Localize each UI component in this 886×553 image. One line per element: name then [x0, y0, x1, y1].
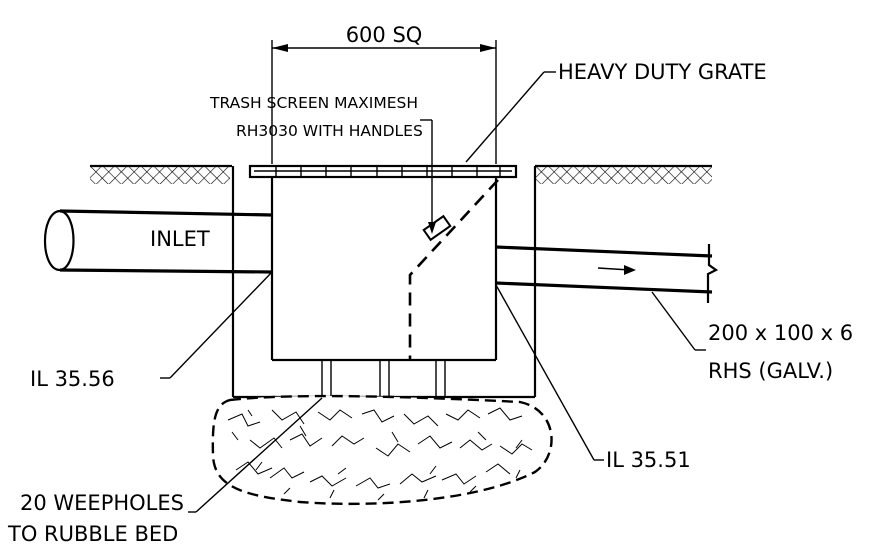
weephole-pipes	[321, 359, 446, 398]
weepholes-label-line2: TO RUBBLE BED	[7, 522, 178, 546]
grate-label: HEAVY DUTY GRATE	[558, 60, 767, 84]
inlet-label: INLET	[150, 227, 210, 251]
grate-bars	[275, 166, 501, 177]
ground-left	[90, 164, 232, 184]
leader-il-outlet	[495, 284, 604, 461]
ground-right	[535, 164, 712, 184]
rhs-label-line1: 200 x 100 x 6	[708, 321, 853, 345]
heavy-duty-grate	[248, 164, 518, 179]
trash-screen-label-line2: RH3030 WITH HANDLES	[236, 122, 423, 140]
leader-il-inlet	[160, 271, 273, 379]
rhs-label-line2: RHS (GALV.)	[708, 359, 833, 383]
il-inlet-label: IL 35.56	[30, 367, 115, 391]
inlet-pipe	[43, 209, 273, 274]
dimension-label: 600 SQ	[346, 23, 423, 47]
dimension-600-sq	[271, 40, 497, 164]
leader-rhs	[651, 291, 706, 351]
leader-grate	[465, 71, 556, 163]
trash-screen-label-line1: TRASH SCREEN MAXIMESH	[209, 94, 418, 112]
outlet-pipe	[495, 244, 719, 303]
rubble-bed	[211, 394, 553, 506]
pit-outer-wall	[231, 166, 537, 399]
il-outlet-label: IL 35.51	[606, 448, 691, 472]
trash-screen	[408, 179, 499, 360]
pit-inner-wall	[270, 176, 498, 362]
weepholes-label-line1: 20 WEEPHOLES	[20, 491, 184, 515]
leader-trash-screen	[420, 119, 436, 234]
leader-weepholes	[188, 397, 323, 513]
